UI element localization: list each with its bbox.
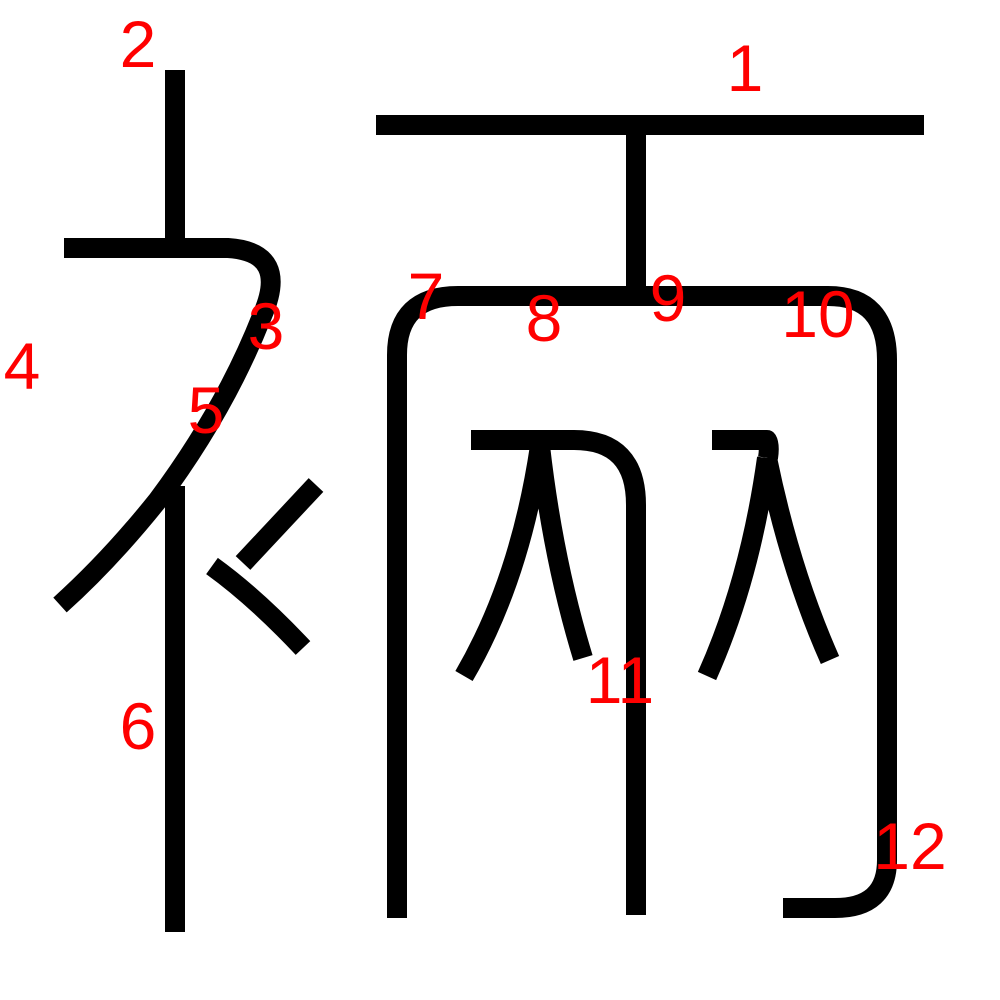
stroke-dot-upper xyxy=(235,478,324,570)
stroke-inner-left-sweep xyxy=(455,444,550,682)
stroke-inner-right-press xyxy=(757,455,840,665)
stroke-number-9: 9 xyxy=(649,261,687,335)
stroke-enclosure-right xyxy=(458,286,897,918)
stroke-enclosure-left xyxy=(387,286,459,918)
stroke-inner-right-top xyxy=(712,430,779,460)
stroke-number-10: 10 xyxy=(781,277,855,351)
stroke-number-1: 1 xyxy=(726,31,764,105)
stroke-number-11: 11 xyxy=(585,643,655,717)
stroke-number-6: 6 xyxy=(119,689,157,763)
stroke-dot-lower xyxy=(206,557,311,655)
stroke-inner-vertical xyxy=(471,430,646,915)
stroke-number-5: 5 xyxy=(187,373,225,447)
stroke-inner-left-press xyxy=(530,444,593,661)
stroke-number-12: 12 xyxy=(873,809,947,883)
stroke-number-8: 8 xyxy=(525,281,563,355)
stroke-number-2: 2 xyxy=(119,7,157,81)
stroke-number-7: 7 xyxy=(407,259,445,333)
stroke-number-3: 3 xyxy=(247,289,285,363)
stroke-inner-right-sweep xyxy=(697,456,777,681)
stroke-horizontal-hook xyxy=(53,238,281,613)
stroke-number-4: 4 xyxy=(3,329,41,403)
